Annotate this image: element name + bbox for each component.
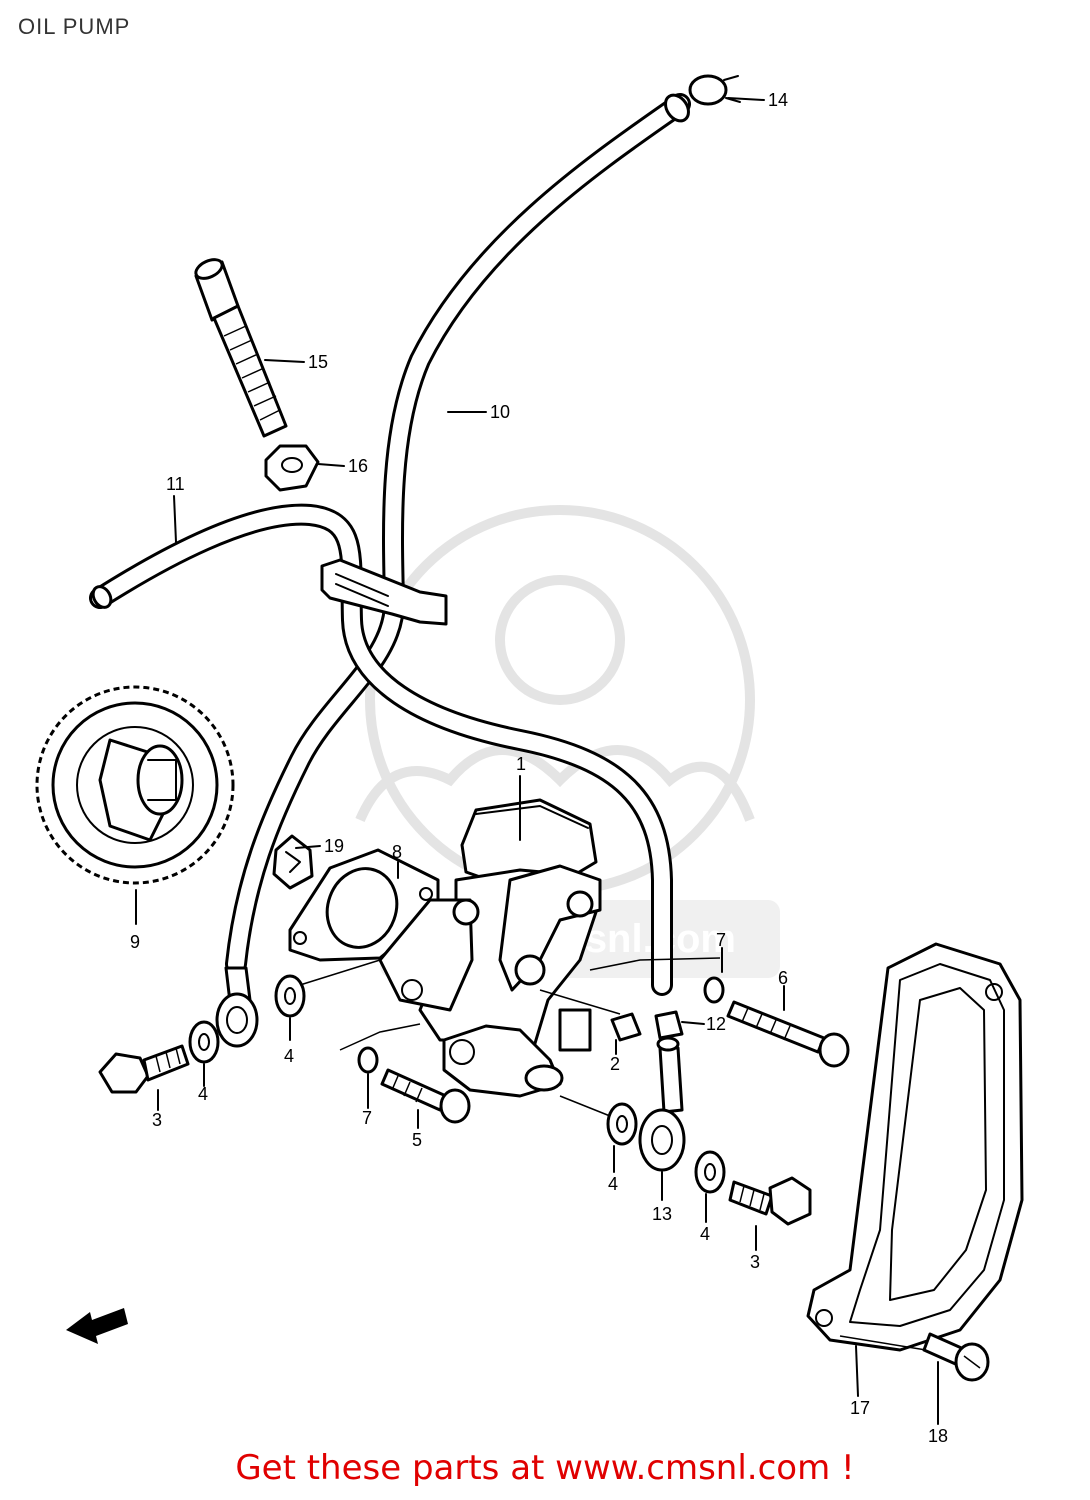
callout-11: 11 <box>166 474 185 494</box>
part-4-washer-left-b <box>274 974 306 1018</box>
part-6-screw <box>726 1000 850 1068</box>
part-2-clip <box>610 1012 642 1042</box>
callout-19: 19 <box>324 836 344 856</box>
part-10-oil-hose <box>225 93 691 975</box>
callout-3-right: 3 <box>750 1252 760 1272</box>
part-11-oil-hose <box>89 503 673 996</box>
callout-9: 9 <box>130 932 140 952</box>
callout-12: 12 <box>706 1014 726 1034</box>
part-16-nut <box>264 444 320 492</box>
part-7-lock-washer-left <box>357 1046 379 1074</box>
assembly-guide-lines <box>299 957 927 1351</box>
callout-4-right: 4 <box>700 1224 710 1244</box>
callout-4-mid: 4 <box>608 1174 618 1194</box>
callout-leader-lines <box>135 97 939 1425</box>
callout-13: 13 <box>652 1204 672 1224</box>
callout-7-right: 7 <box>716 930 726 950</box>
part-14-hose-clip <box>688 74 741 106</box>
part-3-union-bolt-right <box>728 1176 812 1226</box>
page-title: OIL PUMP <box>18 14 131 39</box>
callout-3-left: 3 <box>152 1110 162 1130</box>
callout-16: 16 <box>348 456 368 476</box>
part-5-screw <box>380 1068 471 1124</box>
part-13-banjo-bolt-fitting <box>638 1036 686 1172</box>
callout-labels: 14 15 16 10 11 1 8 19 9 7 6 12 2 3 4 4 7… <box>130 90 948 1446</box>
callout-18: 18 <box>928 1426 948 1446</box>
part-19-clip <box>272 834 314 890</box>
callout-4-left-b: 4 <box>284 1046 294 1066</box>
callout-6: 6 <box>778 968 788 988</box>
callout-2: 2 <box>610 1054 620 1074</box>
part-12-cap <box>654 1010 684 1040</box>
part-3-union-bolt-left <box>98 1044 190 1094</box>
part-4-washer-left-a <box>188 1020 220 1064</box>
front-direction-arrow-icon <box>66 1308 128 1344</box>
callout-10: 10 <box>490 402 510 422</box>
part-1-oil-pump-assembly <box>378 798 602 1098</box>
hose-holder-clamp <box>320 558 448 626</box>
part-9-pump-drive-gear <box>35 685 235 885</box>
part-18-screw <box>922 1332 990 1382</box>
callout-7-left: 7 <box>362 1108 372 1128</box>
callout-4-left-a: 4 <box>198 1084 208 1104</box>
banjo-fitting-left <box>215 966 259 1048</box>
footer-promo-link[interactable]: Get these parts at www.cmsnl.com ! <box>235 1448 855 1488</box>
callout-17: 17 <box>850 1398 870 1418</box>
part-15-adjusting-bolt <box>194 258 288 438</box>
part-17-pump-cover <box>806 942 1024 1352</box>
callout-5: 5 <box>412 1130 422 1150</box>
part-7-lock-washer-right <box>703 976 725 1004</box>
callout-15: 15 <box>308 352 328 372</box>
callout-1: 1 <box>516 754 526 774</box>
part-4-washer-right <box>694 1150 726 1194</box>
callout-8: 8 <box>392 842 402 862</box>
callout-14: 14 <box>768 90 788 110</box>
part-4-washer-mid <box>606 1102 638 1146</box>
